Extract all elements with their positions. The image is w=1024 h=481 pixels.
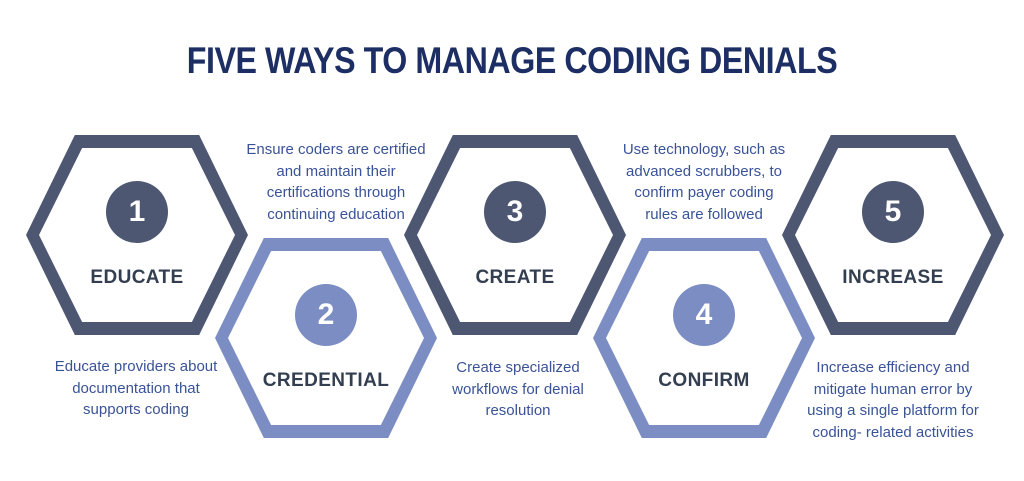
description-line: documentation that xyxy=(72,379,200,397)
hexagon-content: 5 INCREASE xyxy=(782,135,1004,335)
description-line: Increase efficiency and xyxy=(816,359,970,376)
hexagon-content: 1 EDUCATE xyxy=(26,135,248,335)
description-line: Ensure coders are certified xyxy=(246,141,426,158)
description-line: Create specialized xyxy=(456,359,580,376)
description-line: coding- related activities xyxy=(812,423,974,441)
step-description-1: Educate providers about documentation th… xyxy=(26,356,246,421)
hexagon-content: 4 CONFIRM xyxy=(593,238,815,438)
description-line: using a single platform for xyxy=(807,402,979,419)
step-label: EDUCATE xyxy=(90,267,184,288)
step-label: CREATE xyxy=(475,267,555,288)
hexagon-step-2: 2 CREDENTIAL xyxy=(215,238,437,438)
hexagon-content: 3 CREATE xyxy=(404,135,626,335)
description-line: confirm payer coding xyxy=(634,184,774,201)
step-label: CREDENTIAL xyxy=(262,370,390,391)
step-description-2: Ensure coders are certified and maintain… xyxy=(226,139,446,225)
description-line: rules are followed xyxy=(645,205,763,223)
description-line: workflows for denial xyxy=(452,380,584,398)
description-line: mitigate human error by xyxy=(813,380,973,398)
description-line: advanced scrubbers, to xyxy=(626,162,782,180)
description-line: resolution xyxy=(485,402,551,419)
description-line: certifications through xyxy=(266,184,406,201)
hexagon-content: 2 CREDENTIAL xyxy=(215,238,437,438)
step-label: CONFIRM xyxy=(658,370,750,391)
description-line: Educate providers about xyxy=(54,358,218,375)
hexagon-step-5: 5 INCREASE xyxy=(782,135,1004,335)
hexagon-step-4: 4 CONFIRM xyxy=(593,238,815,438)
step-number-badge: 1 xyxy=(106,181,168,243)
hexagon-step-1: 1 EDUCATE xyxy=(26,135,248,335)
step-number-badge: 5 xyxy=(862,181,924,243)
description-line: supports coding xyxy=(83,401,189,418)
step-description-3: Create specialized workflows for denial … xyxy=(408,357,628,422)
step-number-badge: 4 xyxy=(673,284,735,346)
step-number-badge: 2 xyxy=(295,284,357,346)
step-label: INCREASE xyxy=(842,267,944,288)
description-line: continuing education xyxy=(267,205,405,223)
step-description-5: Increase efficiency and mitigate human e… xyxy=(783,357,1003,443)
description-line: Use technology, such as xyxy=(622,141,786,158)
step-description-4: Use technology, such as advanced scrubbe… xyxy=(594,139,814,225)
hexagon-step-3: 3 CREATE xyxy=(404,135,626,335)
description-line: and maintain their xyxy=(276,162,396,180)
page-title: FIVE WAYS TO MANAGE CODING DENIALS xyxy=(186,40,838,81)
step-number-badge: 3 xyxy=(484,181,546,243)
